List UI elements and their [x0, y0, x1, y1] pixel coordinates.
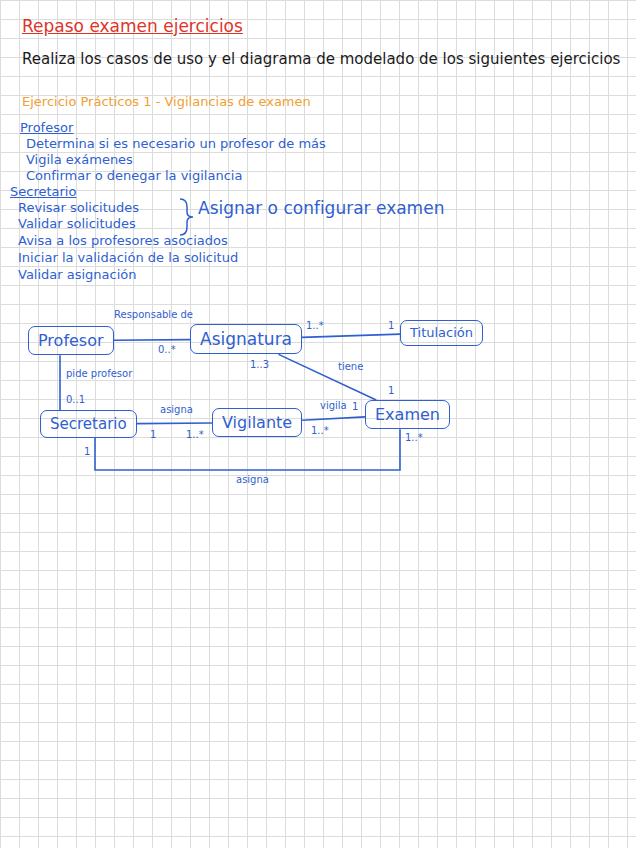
- note-text: Vigila exámenes: [26, 152, 133, 168]
- multiplicity-label: 1: [352, 401, 358, 413]
- association-label: tiene: [338, 361, 363, 373]
- class-name: Vigilante: [222, 413, 292, 432]
- association-line: [137, 422, 212, 424]
- note-text: Determina si es necesario un profesor de…: [26, 136, 326, 152]
- class-name: Titulación: [410, 325, 473, 341]
- multiplicity-label: 1: [388, 385, 394, 397]
- class-box: Titulación: [400, 320, 483, 346]
- class-name: Secretario: [50, 415, 127, 433]
- association-label: asigna: [160, 404, 193, 416]
- class-box: Asignatura: [190, 324, 302, 354]
- curly-brace: [180, 199, 193, 235]
- class-box: Vigilante: [212, 408, 302, 437]
- note-text: Confirmar o denegar la vigilancia: [26, 168, 242, 184]
- class-box: Profesor: [28, 326, 114, 355]
- multiplicity-label: 1..*: [186, 429, 204, 441]
- multiplicity-label: 1..*: [405, 432, 423, 444]
- class-name: Profesor: [38, 331, 104, 350]
- association-line: [59, 355, 61, 410]
- association-line: [279, 354, 377, 400]
- multiplicity-label: 1..*: [306, 320, 324, 332]
- note-text: Iniciar la validación de la solicitud: [18, 250, 238, 266]
- note-text: Ejercicio Prácticos 1 - Vigilancias de e…: [22, 94, 311, 110]
- multiplicity-label: 1: [388, 320, 394, 332]
- multiplicity-label: 0..1: [66, 394, 85, 406]
- multiplicity-label: 1: [150, 429, 156, 441]
- note-text: Revisar solicitudes: [18, 200, 139, 216]
- association-label: pide profesor: [66, 368, 132, 380]
- note-text: Asignar o configurar examen: [198, 198, 444, 218]
- class-box: Examen: [365, 400, 450, 429]
- note-text: Secretario: [10, 184, 76, 200]
- association-line: [114, 339, 190, 341]
- note-text: Validar asignación: [18, 267, 137, 283]
- class-box: Secretario: [40, 410, 137, 438]
- association-label: Responsable de: [114, 309, 193, 321]
- class-name: Asignatura: [200, 329, 292, 349]
- multiplicity-label: 1..3: [250, 359, 269, 371]
- note-text: Validar solicitudes: [18, 216, 136, 232]
- association-line: [95, 429, 400, 470]
- multiplicity-label: 1: [84, 446, 90, 458]
- note-text: Realiza los casos de uso y el diagrama d…: [22, 50, 622, 68]
- class-name: Examen: [375, 405, 440, 424]
- association-label: asigna: [236, 474, 269, 486]
- association-line: [302, 334, 400, 337]
- multiplicity-label: 1..*: [311, 425, 329, 437]
- multiplicity-label: 0..*: [158, 344, 176, 356]
- association-line: [302, 417, 365, 420]
- page-title: Repaso examen ejercicios: [22, 16, 243, 36]
- note-text: Avisa a los profesores asociados: [18, 233, 228, 249]
- note-text: Profesor: [20, 120, 73, 136]
- association-label: vigila: [320, 400, 347, 412]
